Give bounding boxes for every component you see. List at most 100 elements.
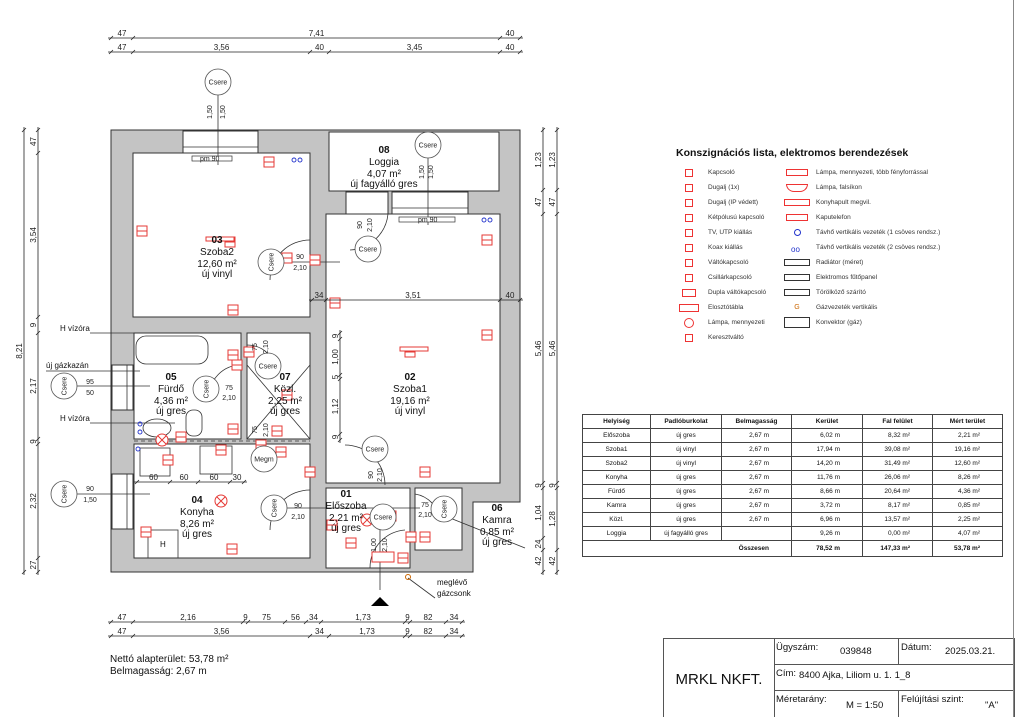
dimension-label: 34: [450, 627, 459, 636]
dimension-label: 40: [315, 43, 324, 52]
legend-item: Elosztótábla: [676, 300, 766, 315]
legend-label: Törölköző szárító: [816, 289, 866, 296]
dimension-label: 3,56: [214, 627, 230, 636]
column-header: Kerület: [791, 414, 863, 429]
room-number: 02: [404, 372, 416, 383]
scale-value: M = 1:50: [846, 700, 884, 711]
table-cell: 19,16 m²: [932, 442, 1003, 457]
dimension-tick: [540, 187, 546, 193]
table-cell: Kamra: [582, 498, 651, 513]
replacement-marker: [192, 375, 220, 403]
dimension-tick: [337, 336, 343, 342]
heating-pipe-icon: [481, 217, 487, 223]
opening-dimension: 2,10: [293, 265, 307, 272]
table-cell: 2,21 m²: [932, 428, 1003, 443]
legend: Konszignációs lista, elektromos berendez…: [676, 147, 976, 342]
dimension-label: 9: [29, 322, 38, 327]
dimension-label: 42: [534, 556, 543, 565]
address-label: Cím:: [776, 668, 797, 679]
legend-item: Dugalj (IP védett): [676, 195, 766, 210]
dimension-tick: [35, 555, 41, 561]
total-label: Összesen: [582, 540, 792, 557]
opening-dimension: 95: [86, 379, 94, 386]
dimension-label: 40: [506, 291, 515, 300]
dimension-tick: [497, 35, 503, 41]
dimension-tick: [554, 127, 560, 133]
legend-label: Távhő vertikális vezeték (2 csöves rends…: [816, 244, 941, 251]
table-cell: új gres: [650, 428, 722, 443]
legend-item: Lámpa, falsíkon: [784, 180, 940, 195]
dimension-label: 27: [29, 560, 38, 569]
dimension-label: 34: [450, 613, 459, 622]
legend-title: Konszignációs lista, elektromos berendez…: [676, 147, 909, 159]
table-cell: 2,67 m: [721, 484, 792, 499]
legend-item: Dupla váltókapcsoló: [676, 285, 766, 300]
dimension-tick: [167, 479, 173, 485]
address-value: 8400 Ajka, Liliom u. 1. 1_8: [799, 670, 911, 681]
dimension-tick: [337, 431, 343, 437]
window-szoba2: [182, 130, 259, 154]
fridge-label: H: [160, 540, 166, 549]
opening-dimension: 75: [252, 426, 259, 434]
dimension-label: 24: [534, 539, 543, 548]
room-number: 05: [165, 372, 177, 383]
dimension-label: 9: [243, 613, 248, 622]
table-cell: 20,64 m²: [862, 484, 933, 499]
replacement-label: Csere: [259, 364, 278, 371]
dimension-tick: [108, 35, 114, 41]
plan-summary: Nettó alapterület: 53,78 m² Belmagasság:…: [110, 654, 228, 678]
net-area: Nettó alapterület: 53,78 m²: [110, 654, 229, 665]
replacement-marker: [250, 445, 278, 473]
opening-dimension: 50: [86, 390, 94, 397]
dimension-label: 47: [118, 29, 127, 38]
room-name: Előszoba: [325, 501, 367, 512]
room-kozl: [246, 332, 311, 440]
table-cell: Fürdő: [582, 484, 651, 499]
opening-dimension: 90: [294, 503, 302, 510]
room-area: 19,16 m²: [390, 396, 430, 407]
window-bath: [111, 364, 134, 411]
fridge: [147, 529, 179, 559]
legend-item: Konvektor (gáz): [784, 315, 940, 330]
opening-dimension: 2,10: [263, 340, 270, 354]
room-floor: új gres: [156, 406, 186, 417]
dimension-tick: [108, 619, 114, 625]
dimension-label: 60: [180, 473, 189, 482]
replacement-label: Csere: [366, 447, 385, 454]
dimension-label: 1,28: [548, 511, 557, 527]
legend-item: Keresztváltó: [676, 330, 766, 345]
dimension-label: 47: [548, 197, 557, 206]
legend-label: Váltókapcsoló: [708, 259, 749, 266]
ceiling-lamp-multi-icon: [399, 346, 429, 352]
legend-item: Törölköző szárító: [784, 285, 940, 300]
room-area: 4,07 m²: [367, 169, 402, 180]
replacement-label: Csere: [272, 499, 279, 518]
dimension-tick: [108, 49, 114, 55]
total-wall: 147,33 m²: [862, 540, 933, 557]
room-name: Fürdő: [158, 384, 185, 395]
table-cell: Közl.: [582, 512, 651, 527]
dimension-tick: [554, 569, 560, 575]
ceiling-lamp-icon: [676, 317, 702, 328]
table-cell: új gres: [650, 484, 722, 499]
table-cell: 8,66 m: [791, 484, 863, 499]
column-header: Fal felület: [862, 414, 933, 429]
dimension-label: 9: [405, 627, 410, 636]
dimension-tick: [326, 633, 332, 639]
dimension-tick: [554, 547, 560, 553]
dimension-tick: [540, 535, 546, 541]
legend-item: TV, UTP kiállás: [676, 225, 766, 240]
table-cell: új gres: [650, 512, 722, 527]
dimension-label: 9: [548, 483, 557, 488]
room-floor: új gres: [331, 523, 361, 534]
legend-item: Lámpa, mennyezeti, több fényforrással: [784, 165, 940, 180]
dimension-label: 40: [506, 29, 515, 38]
dimension-label: 82: [424, 613, 433, 622]
socket-icon: [676, 183, 702, 192]
replacement-marker: [260, 494, 288, 522]
room-number: 03: [211, 235, 223, 246]
room-furdo: [133, 332, 242, 440]
opening-dimension: 1,50: [220, 105, 227, 119]
